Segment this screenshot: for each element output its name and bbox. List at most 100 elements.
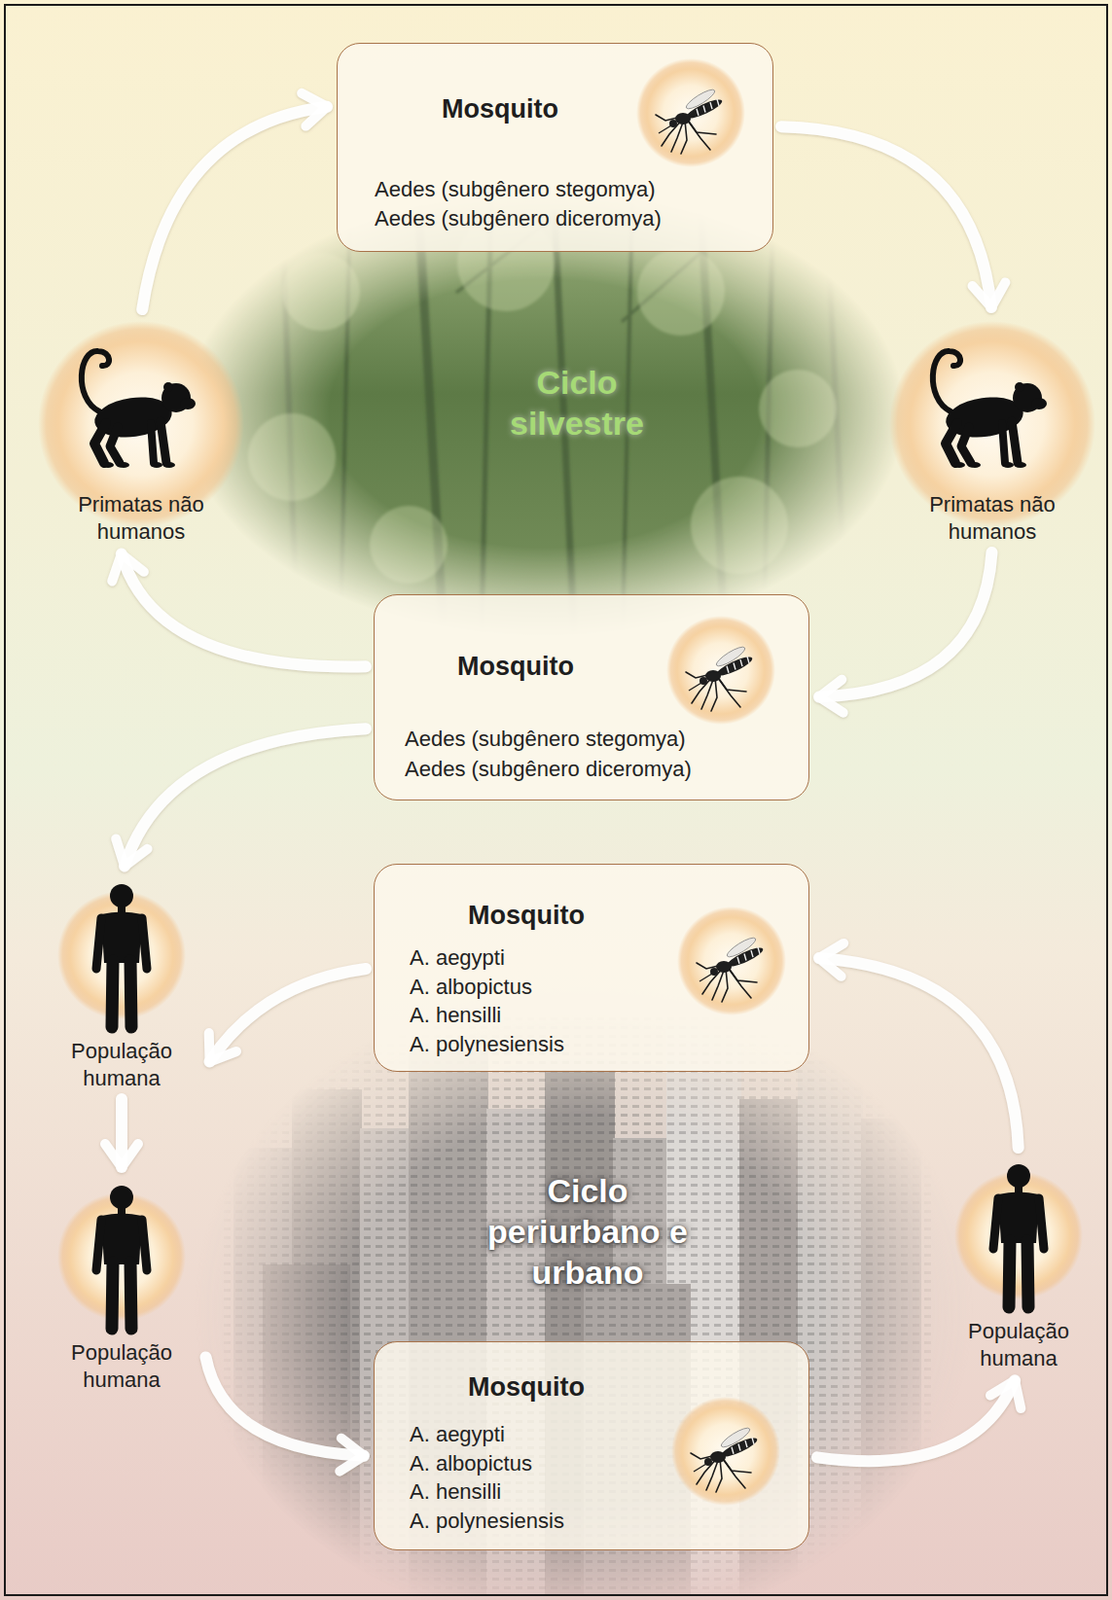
icon-glow <box>666 615 776 725</box>
human-head <box>109 1185 134 1210</box>
mosquito-stripe <box>752 1437 754 1445</box>
mosquito-leg <box>721 1457 752 1473</box>
mosquito-box: Mosquito A. aegyptiA. albopictusA. hensil… <box>373 1341 810 1551</box>
monkey-leg <box>109 427 120 464</box>
icon-glow <box>677 906 787 1016</box>
monkey-foot <box>163 462 176 468</box>
arrow-shaft <box>121 554 366 668</box>
mosquito-stripe <box>747 656 750 664</box>
mosquito-thorax <box>716 961 732 973</box>
cycle-arrow <box>142 93 327 310</box>
cycle-arrow <box>819 552 992 714</box>
primate-node: Primatas não humanos <box>29 317 253 545</box>
human-node: População humana <box>38 875 205 1092</box>
mosquito-stripe <box>733 662 736 670</box>
mosquito-box: MosquitoAedes (subgênero stegomya)Aedes … <box>336 42 774 252</box>
species-name: A. polynesiensis <box>409 1506 565 1537</box>
arrow-head <box>115 838 147 866</box>
node-label: População humana <box>58 1038 185 1092</box>
node-text: Primatas não humanos <box>72 491 210 545</box>
monkey-foot <box>1002 462 1014 468</box>
human-silhouette <box>96 884 147 1028</box>
mosquito-box: MosquitoAedes (subgênero stegomya)Aedes … <box>373 594 810 801</box>
species-name: A. aegypti <box>409 1420 565 1450</box>
monkey-foot <box>150 462 163 468</box>
mosquito-stripe <box>710 102 713 109</box>
glow-circle <box>57 1192 186 1322</box>
mosquito-stripe <box>738 1443 741 1451</box>
mosquito-symbol <box>655 86 724 154</box>
species-list: A. aegyptiA. albopictusA. hensilliA. pol… <box>409 943 565 1059</box>
box-heading: Mosquito <box>441 93 559 125</box>
monkey-silhouette <box>932 351 1047 468</box>
human-head <box>1006 1164 1031 1188</box>
monkey-ear <box>163 382 174 393</box>
species-name: A. albopictus <box>409 1449 565 1479</box>
human-torso <box>101 1214 143 1266</box>
monkey-foot <box>953 462 966 468</box>
arrow-head <box>819 680 844 714</box>
arrow-shaft <box>817 1380 1015 1462</box>
mosquito-stripe <box>757 947 760 955</box>
mosquito-proboscis <box>688 682 702 691</box>
arrow-shaft <box>142 107 327 310</box>
node-label: População humana <box>955 1318 1082 1372</box>
node-text: População humana <box>58 1339 185 1394</box>
glow-circle <box>954 1171 1083 1300</box>
arrow-head <box>111 554 144 582</box>
arrow-shaft <box>210 968 367 1062</box>
species-list: Aedes (subgênero stegomya)Aedes (subgêne… <box>374 175 662 234</box>
mosquito-icon <box>667 1393 785 1510</box>
species-name: A. albopictus <box>409 972 565 1003</box>
mosquito-symbol <box>685 644 754 712</box>
mosquito-stripe <box>740 659 743 667</box>
box-heading: Mosquito <box>467 899 585 932</box>
node-label: População humana <box>58 1339 185 1394</box>
arrow-head <box>819 943 844 977</box>
cycle-arrow <box>115 728 366 866</box>
arrow-shaft <box>124 728 366 866</box>
monkey-foot <box>1014 462 1027 468</box>
monkey-arm <box>160 421 167 464</box>
mosquito-leg <box>686 118 717 135</box>
box-heading: Mosquito <box>457 650 574 682</box>
species-name: Aedes (subgênero stegomya) <box>404 723 692 754</box>
mosquito-stripe <box>717 99 719 107</box>
box-heading: Mosquito <box>467 1371 585 1403</box>
mosquito-stripe <box>703 105 706 112</box>
cycle-title: Ciclo silvestre <box>469 361 684 444</box>
cycle-arrow <box>209 968 366 1062</box>
mosquito-stripe <box>737 957 740 965</box>
arrow-shaft <box>819 552 992 698</box>
mosquito-stripe <box>744 953 747 961</box>
glow-circle <box>57 891 186 1020</box>
monkey-muzzle <box>179 397 196 410</box>
cycle-arrow <box>206 1357 364 1471</box>
arrow-head <box>105 1144 139 1168</box>
species-name: Aedes (subgênero diceromya) <box>404 753 692 785</box>
human-head <box>109 884 134 908</box>
arrow-head <box>301 93 327 127</box>
species-name: A. hensilli <box>409 1477 565 1507</box>
human-silhouette <box>96 1185 147 1329</box>
monkey-foot <box>102 462 114 468</box>
species-list: Aedes (subgênero stegomya)Aedes (subgêne… <box>404 723 692 785</box>
node-text: População humana <box>955 1318 1082 1372</box>
monkey-ear <box>1014 382 1025 393</box>
mosquito-thorax <box>710 1451 726 1464</box>
human-legs <box>1008 1241 1029 1308</box>
cycle-arrow <box>781 126 1005 308</box>
monkey-foot <box>117 462 130 468</box>
node-label: Primatas não humanos <box>924 491 1061 545</box>
mosquito-proboscis <box>699 973 713 982</box>
monkey-leg <box>94 423 107 464</box>
species-name: A. hensilli <box>409 1001 565 1031</box>
mosquito-stripe <box>696 108 699 116</box>
mosquito-thorax <box>705 670 721 682</box>
monkey-arm <box>1002 423 1005 464</box>
node-text: Primatas não humanos <box>924 491 1061 545</box>
cycle-arrow <box>817 1380 1021 1462</box>
arrow-shaft <box>819 958 1019 1148</box>
monkey-tail <box>81 351 109 412</box>
